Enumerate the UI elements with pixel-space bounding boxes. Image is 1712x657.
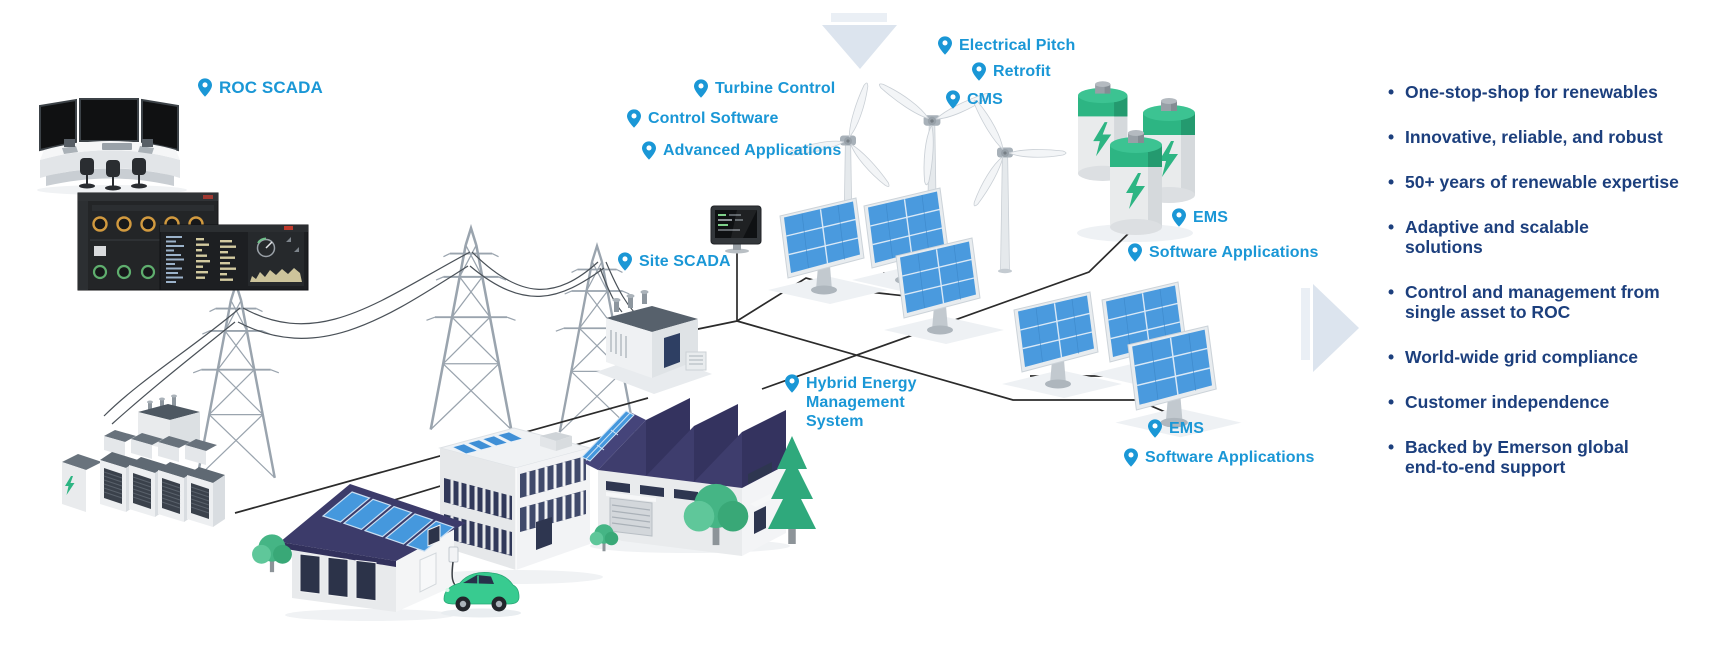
label-software-applications-storage: Software Applications — [1128, 243, 1319, 262]
benefit-text: Control and management from single asset… — [1405, 282, 1660, 322]
label-retrofit: Retrofit — [972, 62, 1051, 81]
benefit-item: World-wide grid compliance — [1388, 347, 1712, 367]
transformer — [596, 290, 712, 394]
label-text: ROC SCADA — [219, 78, 323, 97]
solar-array-1 — [767, 187, 1005, 345]
house-windows — [299, 524, 441, 602]
label-ems-storage: EMS — [1172, 208, 1228, 227]
label-text: Software Applications — [1145, 449, 1315, 466]
benefit-item: One-stop-shop for renewables — [1388, 82, 1712, 102]
benefit-item: Adaptive and scalable solutions — [1388, 217, 1712, 257]
benefit-item: Control and management from single asset… — [1388, 282, 1712, 322]
label-site-scada: Site SCADA — [618, 252, 731, 271]
label-text: Hybrid Energy Management System — [806, 375, 917, 430]
down-arrow-icon — [822, 13, 897, 69]
benefit-text: 50+ years of renewable expertise — [1405, 172, 1679, 192]
house — [280, 484, 466, 612]
benefit-item: Innovative, reliable, and robust — [1388, 127, 1712, 147]
benefit-item: 50+ years of renewable expertise — [1388, 172, 1712, 192]
rooftop-unit — [540, 432, 572, 451]
label-text: Control Software — [648, 110, 779, 127]
map-pin-icon — [627, 109, 641, 128]
benefit-text: One-stop-shop for renewables — [1405, 82, 1658, 102]
benefit-text: World-wide grid compliance — [1405, 347, 1639, 367]
label-text: Turbine Control — [715, 80, 836, 97]
map-pin-icon — [642, 141, 656, 160]
label-text: Site SCADA — [639, 253, 731, 270]
benefit-text: Innovative, reliable, and robust — [1405, 127, 1663, 147]
benefit-text: Adaptive and scalable solutions — [1405, 217, 1589, 257]
ev-charger — [448, 546, 459, 563]
label-turbine-control: Turbine Control — [694, 79, 835, 98]
label-text: EMS — [1169, 420, 1204, 437]
label-ems-solar: EMS — [1148, 419, 1204, 438]
battery-storage-containers — [62, 394, 226, 528]
ev-car — [441, 572, 521, 618]
map-pin-icon — [1124, 448, 1138, 467]
label-text: Electrical Pitch — [959, 37, 1076, 54]
benefits-list: One-stop-shop for renewables Innovative,… — [1388, 82, 1712, 502]
map-pin-icon — [1128, 243, 1142, 262]
label-text: CMS — [967, 91, 1003, 108]
benefit-text: Customer independence — [1405, 392, 1610, 412]
benefit-item: Customer independence — [1388, 392, 1712, 412]
house-solar-panels — [321, 491, 455, 552]
label-text: EMS — [1193, 209, 1228, 226]
map-pin-icon — [946, 90, 960, 109]
map-pin-icon — [198, 78, 212, 97]
label-electrical-pitch: Electrical Pitch — [938, 36, 1075, 55]
scada-app-window-front — [159, 224, 309, 291]
map-pin-icon — [1172, 208, 1186, 227]
map-pin-icon — [972, 62, 986, 81]
benefit-item: Backed by Emerson global end-to-end supp… — [1388, 437, 1712, 477]
control-room — [39, 98, 180, 191]
chairs — [79, 158, 147, 191]
power-wires — [103, 251, 635, 425]
map-pin-icon — [618, 252, 632, 271]
label-advanced-applications: Advanced Applications — [642, 141, 841, 160]
label-roc-scada: ROC SCADA — [198, 78, 323, 97]
label-cms: CMS — [946, 90, 1003, 109]
bushings — [612, 290, 649, 312]
map-pin-icon — [938, 36, 952, 55]
label-hybrid-energy-management-system: Hybrid Energy Management System — [785, 374, 917, 431]
map-pin-icon — [785, 374, 799, 393]
benefit-text: Backed by Emerson global end-to-end supp… — [1405, 437, 1629, 477]
label-text: Advanced Applications — [663, 142, 842, 159]
label-software-applications-solar: Software Applications — [1124, 448, 1315, 467]
right-arrow-icon — [1301, 284, 1359, 372]
solar-array-2 — [1001, 281, 1243, 439]
label-text: Software Applications — [1149, 244, 1319, 261]
transmission-towers — [103, 226, 640, 480]
map-pin-icon — [694, 79, 708, 98]
office-building — [438, 427, 592, 570]
map-pin-icon — [1148, 419, 1162, 438]
label-control-software: Control Software — [627, 109, 779, 128]
label-text: Retrofit — [993, 63, 1051, 80]
roof-solar-panels — [450, 431, 525, 455]
site-scada-monitor — [710, 205, 762, 254]
